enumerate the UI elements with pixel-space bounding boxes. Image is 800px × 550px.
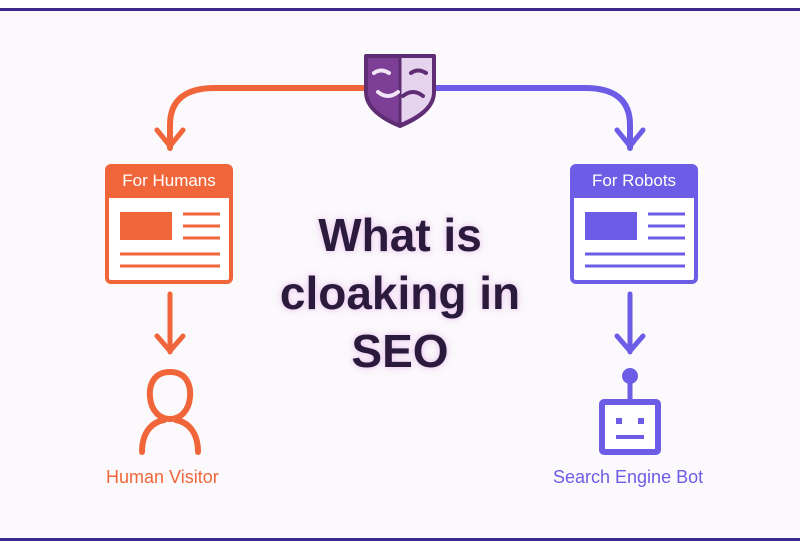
left-connector-arrow	[167, 85, 369, 151]
right-connector-arrowhead	[614, 127, 646, 149]
right-webpage-card	[570, 164, 698, 284]
main-heading: What is cloaking in SEO	[250, 206, 550, 380]
left-card-title: For Humans	[122, 171, 216, 190]
heading-line: SEO	[351, 325, 449, 377]
right-card-image-block	[585, 212, 637, 240]
left-connector-arrowhead	[154, 127, 186, 149]
right-card-title: For Robots	[591, 171, 677, 190]
left-caption: Human Visitor	[106, 467, 219, 487]
robot-icon	[599, 368, 661, 455]
bottom-border	[0, 538, 800, 541]
theater-mask-icon	[364, 54, 436, 128]
right-down-arrow	[614, 291, 646, 355]
right-caption: Search Engine Bot	[553, 467, 704, 487]
left-card-image-block	[120, 212, 172, 240]
heading-line: cloaking in	[279, 267, 521, 319]
left-down-arrow	[154, 291, 186, 355]
top-border	[0, 8, 800, 11]
left-webpage-card	[105, 164, 233, 284]
person-icon	[139, 368, 201, 455]
heading-line: What is	[318, 209, 482, 261]
right-connector-arrow	[431, 85, 633, 151]
